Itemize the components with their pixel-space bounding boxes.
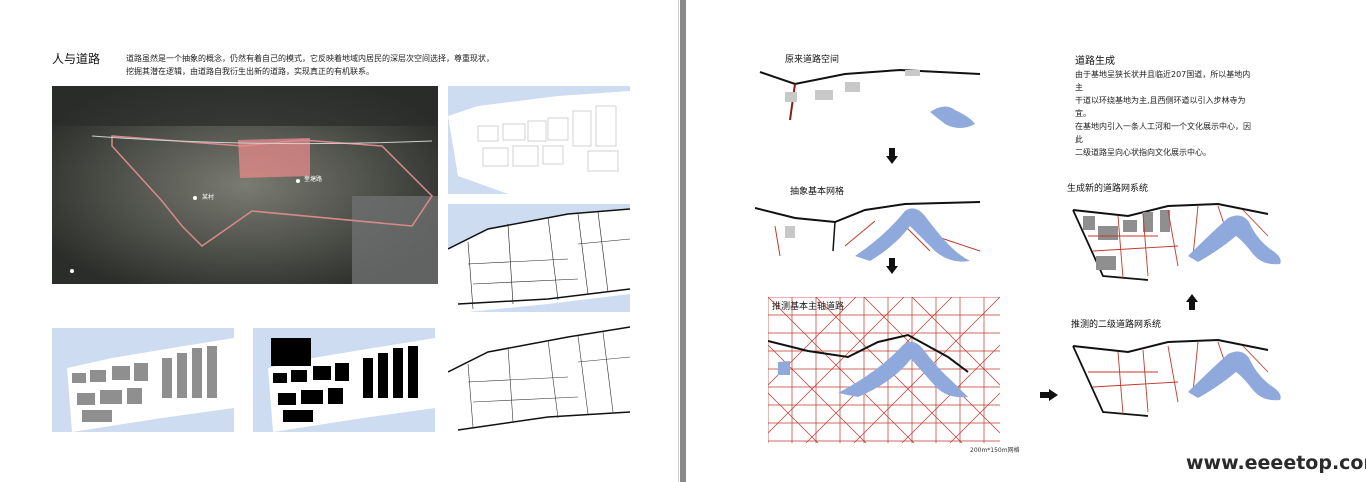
map-label: 奎塘路 [304, 174, 322, 183]
section-heading-road-generation: 道路生成 [1075, 52, 1115, 67]
original-road-diagram [755, 62, 980, 142]
arrow-up-icon [1186, 294, 1198, 310]
label-secondary-network: 推测的二级道路网系统 [1071, 317, 1161, 330]
description-line: 干道以环绕基地为主,且西侧环道以引入步林寺为宜。 [1075, 94, 1255, 120]
description-line: 二级道路呈向心状指向文化展示中心。 [1075, 146, 1255, 159]
arrow-down-icon [886, 148, 898, 164]
grid-note: 200m*150m网格 [970, 445, 1020, 454]
watermark-text: www.eeeetop.com [1186, 452, 1366, 474]
secondary-road-network-diagram [1068, 332, 1288, 418]
road-diagram-2 [448, 204, 630, 312]
abstract-grid-diagram [755, 196, 980, 266]
arrow-right-icon [1040, 386, 1058, 398]
road-generation-description: 由于基地呈狭长状并且临近207国道，所以基地内主 干道以环绕基地为主,且西侧环道… [1075, 68, 1255, 159]
description-line: 由于基地呈狭长状并且临近207国道，所以基地内主 [1075, 68, 1255, 94]
figure-ground-black [253, 328, 435, 432]
description-line: 在基地内引入一条人工河和一个文化展示中心，因此 [1075, 120, 1255, 146]
road-network-line-diagram [448, 322, 630, 432]
label-generated-network: 生成新的道路网系统 [1067, 181, 1148, 194]
generated-road-network-diagram [1068, 196, 1288, 282]
section-title: 人与道路 [52, 50, 100, 67]
map-label: 某村 [202, 192, 214, 201]
arrow-down-icon [886, 258, 898, 274]
intro-paragraph: 道路虽然是一个抽象的概念，仍然有着自己的模式，它反映着地域内居民的深层次空间选择… [126, 52, 546, 78]
aerial-photo: 某村 奎塘路 [52, 86, 438, 284]
intro-line-1: 道路虽然是一个抽象的概念，仍然有着自己的模式，它反映着地域内居民的深层次空间选择… [126, 52, 546, 65]
page-gutter [680, 0, 686, 482]
intro-line-2: 挖掘其潜在逻辑，由道路自我衍生出新的道路，实现真正的有机联系。 [126, 65, 546, 78]
inferred-main-axis-grid [768, 297, 1000, 443]
figure-ground-gray [52, 328, 234, 432]
figure-ground-diagram-1 [448, 86, 630, 194]
page-divider-line [678, 0, 679, 482]
